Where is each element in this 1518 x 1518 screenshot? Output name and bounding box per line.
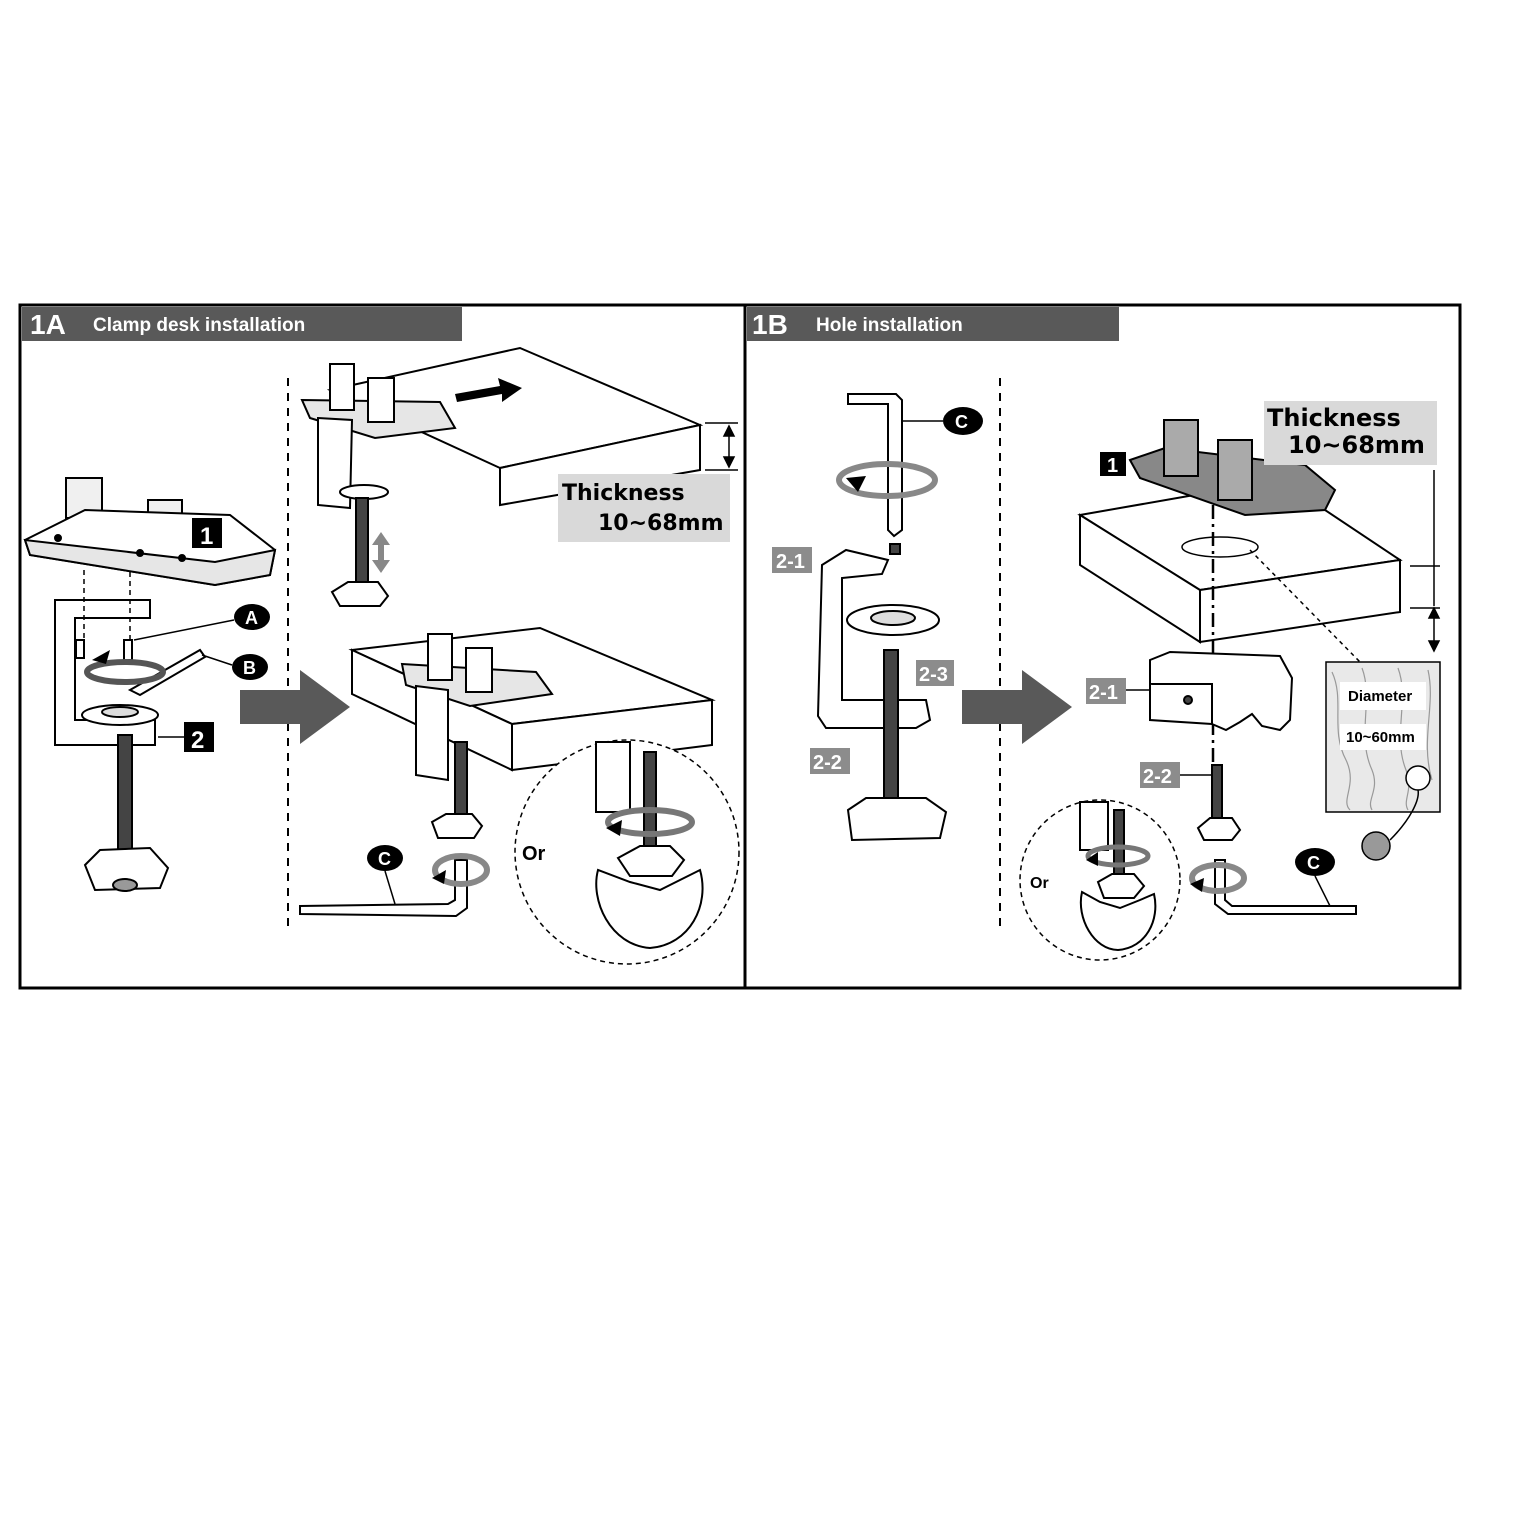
thickness-label-1b: Thickness [1267,404,1401,432]
tag-2-2-1b-right: 2-2 [1143,766,1172,788]
tag-2-1-bg-1b-right [1086,678,1126,704]
desk-bottom-1a [348,626,716,839]
diameter-value-bg [1340,724,1426,750]
tag-2-1-1b: 2-1 [776,551,805,573]
c-bracket-1b [816,543,948,842]
rotate-arrow-1b-top [836,461,938,499]
or-text-1b: Or [1030,875,1049,892]
grommet-cap [1361,831,1391,861]
tag-2-3-1b: 2-3 [919,664,948,686]
tag-2-2-bg-1b [810,748,850,774]
grommet-hole [1405,765,1431,791]
rotate-arrow-1b-bottom [1189,862,1247,894]
callout-c-1a: C [378,849,391,869]
part-1-tag: 1 [200,523,213,550]
callout-b-badge [232,654,268,680]
tag-2-1-bg-1b [772,547,812,573]
bracket-2-1-right [1149,650,1294,732]
or-text-1a: Or [522,843,546,865]
tag-2-2-bg-1b-right [1140,762,1180,788]
diameter-pointer [1249,549,1361,663]
exploded-clamp-assembly [23,477,277,892]
thickness-value-1a: 10~68mm [598,511,724,536]
adjust-arrow [372,532,390,573]
panel-1b-number: 1B [752,309,788,340]
diameter-label-bg [1340,682,1426,710]
callout-c-1b-top: C [955,412,968,432]
tag-2-2-1b: 2-2 [813,752,842,774]
panel-1a-header-bg [22,307,462,341]
callout-b-leader [201,654,233,666]
diameter-label: Diameter [1348,688,1412,705]
grommet-cord [1389,789,1419,841]
callout-b: B [243,658,256,678]
thickness-label-1a: Thickness [562,481,685,506]
bolt-2-2-right [1196,764,1242,841]
thickness-dim-1b [1410,470,1441,653]
part-1-tag-bg [192,518,222,548]
rotate-arrow-1a [432,853,490,887]
hex-key-c-1b-bottom [1214,859,1357,915]
thickness-label-bg-1a [558,474,730,542]
hand-tighten-1a [595,741,704,950]
callout-c-leader-1b-bottom [1314,875,1331,907]
tag-2-3-bg-1b [916,660,954,686]
thickness-label-bg-1b [1264,401,1437,465]
callout-a-badge [234,604,270,630]
part-1-tag-1b: 1 [1107,455,1118,477]
callout-a: A [245,608,258,628]
part-1-tag-bg-1b [1100,452,1126,476]
push-arrow [455,378,522,402]
callout-c-badge-1a [367,845,403,871]
callout-c-leader-1a [384,870,396,905]
tag-2-1-1b-right: 2-1 [1089,682,1118,704]
hand-tighten-1b [1079,801,1157,952]
callout-c-1b-bottom: C [1307,853,1320,873]
step-arrow-1a [240,670,350,744]
panel-1b-frame [743,303,1462,990]
callout-c-badge-1b-top [943,407,983,435]
hex-key-c-1a [299,859,468,918]
desk-top-1a [300,346,704,607]
panel-1a-title: Clamp desk installation [93,315,305,336]
panel-1b-title: Hole installation [816,315,963,336]
callout-c-badge-1b-bottom [1295,848,1335,876]
panel-1a-number: 1A [30,309,66,340]
hex-key-c-1b-top [847,393,903,538]
part-2-tag-bg [184,722,214,752]
diameter-value: 10~60mm [1346,729,1415,746]
panel-1b-header-bg [747,307,1119,341]
thickness-value-1b: 10~68mm [1288,431,1425,459]
callout-a-leader [133,619,235,641]
step-arrow-1b [962,670,1072,744]
part-2-tag: 2 [191,727,204,754]
thickness-dim-1a [705,422,738,471]
